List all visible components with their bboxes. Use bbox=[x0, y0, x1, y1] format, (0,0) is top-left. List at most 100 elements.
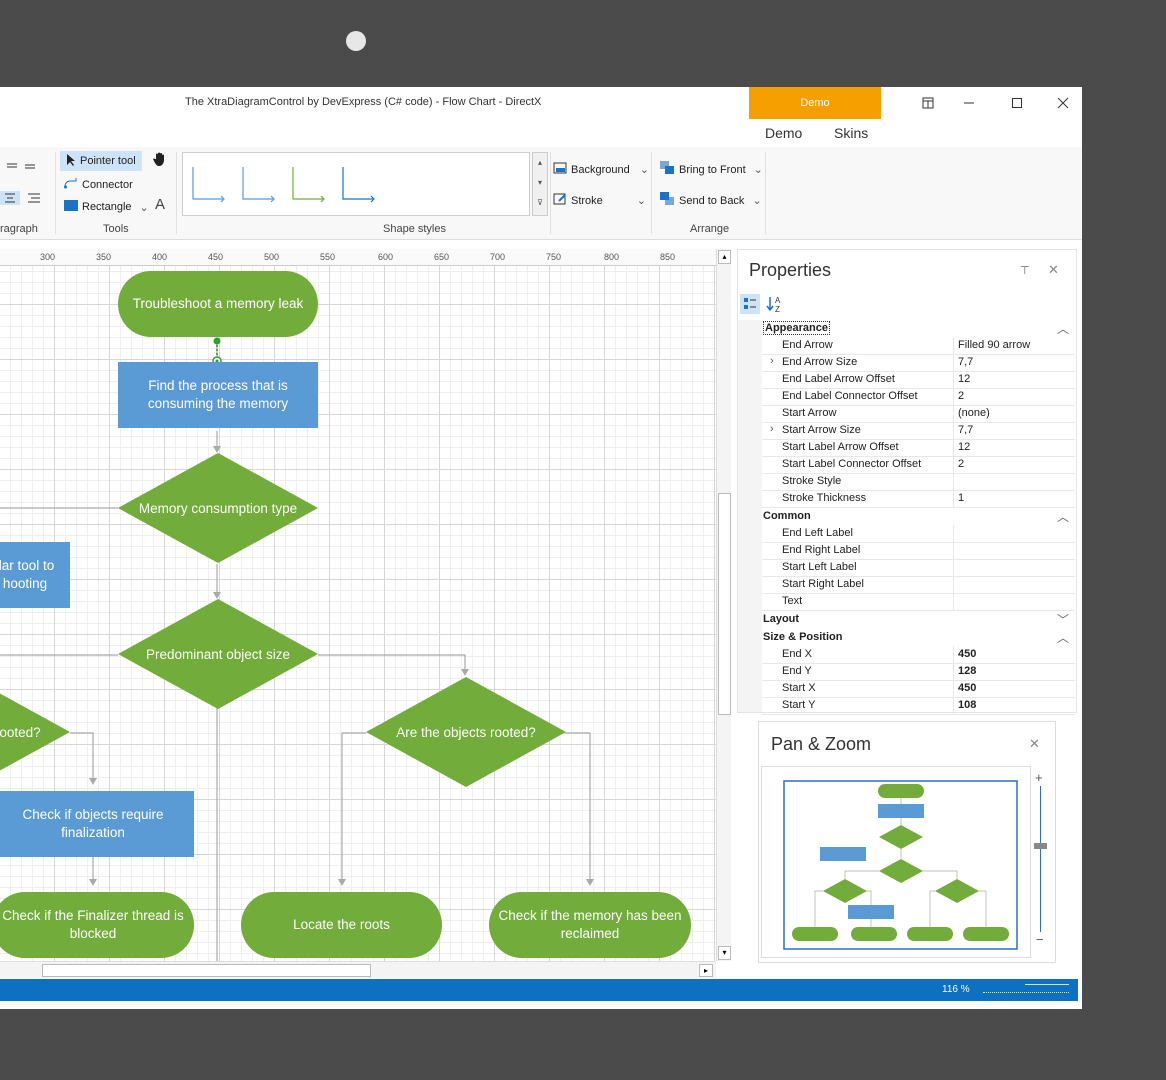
property-value[interactable]: 12 bbox=[953, 439, 970, 456]
chevron-up-icon[interactable]: ︿ bbox=[1056, 322, 1069, 336]
property-value[interactable]: 2 bbox=[953, 456, 964, 473]
category-size-position[interactable]: Size & Position ︿ bbox=[762, 629, 1075, 646]
zoom-out-icon[interactable]: − bbox=[1036, 932, 1044, 947]
property-value[interactable]: 450 bbox=[953, 646, 976, 663]
category-common[interactable]: Common ︿ bbox=[762, 508, 1075, 525]
node-decision[interactable]: Are the objects rooted? bbox=[366, 677, 566, 787]
node-decision[interactable]: Predominant object size bbox=[118, 599, 318, 709]
zoom-in-icon[interactable]: + bbox=[1035, 770, 1043, 785]
layout-icon[interactable] bbox=[905, 87, 951, 119]
scroll-thumb[interactable] bbox=[718, 493, 731, 715]
horizontal-scrollbar[interactable]: ▸ bbox=[0, 961, 716, 978]
text-tool-icon[interactable]: A bbox=[155, 196, 166, 213]
property-row[interactable]: Start Right Label bbox=[762, 576, 1075, 594]
close-icon[interactable]: ✕ bbox=[1048, 262, 1059, 277]
property-value[interactable]: 128 bbox=[953, 663, 976, 680]
property-row[interactable]: Text bbox=[762, 593, 1075, 611]
gallery-scroll[interactable]: ▴ ▾ ⊽ bbox=[532, 152, 548, 216]
category-appearance[interactable]: Appearance ︿ bbox=[762, 320, 1075, 337]
chevron-up-icon[interactable]: ︿ bbox=[1056, 631, 1069, 645]
scroll-thumb[interactable] bbox=[42, 964, 371, 977]
close-button[interactable] bbox=[1040, 87, 1082, 119]
property-row[interactable]: Stroke Style bbox=[762, 473, 1075, 491]
diagram-canvas[interactable]: Troubleshoot a memory leak Find the proc… bbox=[0, 249, 716, 961]
pointer-tool-button[interactable]: Pointer tool bbox=[60, 151, 142, 171]
property-value[interactable] bbox=[953, 593, 958, 610]
menu-demo[interactable]: Demo bbox=[765, 125, 803, 141]
stroke-button[interactable]: Stroke ⌄ bbox=[553, 192, 646, 209]
zoom-slider-thumb[interactable] bbox=[1034, 843, 1047, 849]
property-value[interactable]: 7,7 bbox=[953, 422, 973, 439]
property-value[interactable]: (none) bbox=[953, 405, 990, 422]
property-row[interactable]: End Left Label bbox=[762, 525, 1075, 543]
background-button[interactable]: Background ⌄ bbox=[553, 161, 649, 178]
node-terminal[interactable]: Troubleshoot a memory leak bbox=[118, 271, 318, 337]
minimize-button[interactable] bbox=[946, 87, 992, 119]
property-value[interactable]: 450 bbox=[953, 680, 976, 697]
categorized-view-icon[interactable] bbox=[740, 294, 760, 314]
property-value[interactable]: 108 bbox=[953, 697, 976, 714]
property-value[interactable]: Filled 90 arrow bbox=[953, 337, 1030, 354]
zoom-track-bar[interactable] bbox=[983, 992, 1069, 994]
node-decision[interactable]: ooted? bbox=[0, 677, 70, 787]
overview-thumbnail[interactable] bbox=[761, 766, 1031, 958]
vertical-scrollbar[interactable]: ▴ ▾ bbox=[716, 249, 731, 961]
maximize-button[interactable] bbox=[994, 87, 1040, 119]
property-row[interactable]: Start Left Label bbox=[762, 559, 1075, 577]
property-value[interactable] bbox=[953, 576, 958, 593]
property-value[interactable]: 7,7 bbox=[953, 354, 973, 371]
property-value[interactable] bbox=[953, 559, 958, 576]
property-row[interactable]: Start Arrow(none) bbox=[762, 405, 1075, 423]
property-value[interactable] bbox=[953, 542, 958, 559]
send-to-back-button[interactable]: Send to Back ⌄ bbox=[660, 192, 762, 209]
close-icon[interactable]: ✕ bbox=[1029, 736, 1040, 751]
scroll-right-arrow[interactable]: ▸ bbox=[699, 964, 713, 977]
node-terminal[interactable]: Check if the Finalizer thread is blocked bbox=[0, 892, 194, 958]
shape-styles-gallery[interactable] bbox=[182, 152, 530, 216]
scroll-up-arrow[interactable]: ▴ bbox=[718, 250, 731, 264]
bring-to-front-button[interactable]: Bring to Front ⌄ bbox=[660, 161, 763, 178]
align-buttons-row1[interactable] bbox=[5, 161, 37, 173]
expand-gallery-icon[interactable]: ⊽ bbox=[537, 198, 543, 207]
node-process[interactable]: Check if objects require finalization bbox=[0, 791, 194, 857]
chevron-right-icon[interactable]: › bbox=[770, 423, 774, 435]
chevron-right-icon[interactable]: › bbox=[770, 355, 774, 367]
rectangle-button[interactable]: Rectangle ⌄ bbox=[64, 200, 149, 214]
node-process[interactable]: ilar tool to hooting bbox=[0, 542, 70, 608]
chevron-up-icon[interactable]: ▴ bbox=[537, 158, 542, 167]
pan-hand-button[interactable] bbox=[152, 151, 168, 170]
scroll-down-arrow[interactable]: ▾ bbox=[718, 946, 731, 960]
property-value[interactable]: 1 bbox=[953, 490, 964, 507]
chevron-up-icon[interactable]: ︿ bbox=[1056, 510, 1069, 524]
chevron-down-icon[interactable]: ﹀ bbox=[1056, 613, 1069, 627]
node-decision[interactable]: Memory consumption type bbox=[118, 453, 318, 563]
node-terminal[interactable]: Locate the roots bbox=[241, 892, 442, 958]
node-terminal[interactable]: Check if the memory has been reclaimed bbox=[489, 892, 691, 958]
property-value[interactable]: 2 bbox=[953, 388, 964, 405]
property-row[interactable]: End Right Label bbox=[762, 542, 1075, 560]
chevron-down-icon[interactable]: ▾ bbox=[537, 178, 542, 187]
category-layout[interactable]: Layout ﹀ bbox=[762, 611, 1075, 628]
property-value[interactable] bbox=[953, 473, 958, 490]
connector-button[interactable]: Connector bbox=[64, 177, 133, 192]
property-value[interactable]: 12 bbox=[953, 371, 970, 388]
align-buttons-row2[interactable] bbox=[0, 191, 42, 205]
menu-skins[interactable]: Skins bbox=[834, 125, 869, 141]
zoom-slider-track[interactable] bbox=[1040, 786, 1041, 932]
pin-icon[interactable]: ⊤ bbox=[1020, 265, 1030, 277]
node-process[interactable]: Find the process that is consuming the m… bbox=[118, 362, 318, 428]
property-value[interactable] bbox=[953, 525, 958, 542]
